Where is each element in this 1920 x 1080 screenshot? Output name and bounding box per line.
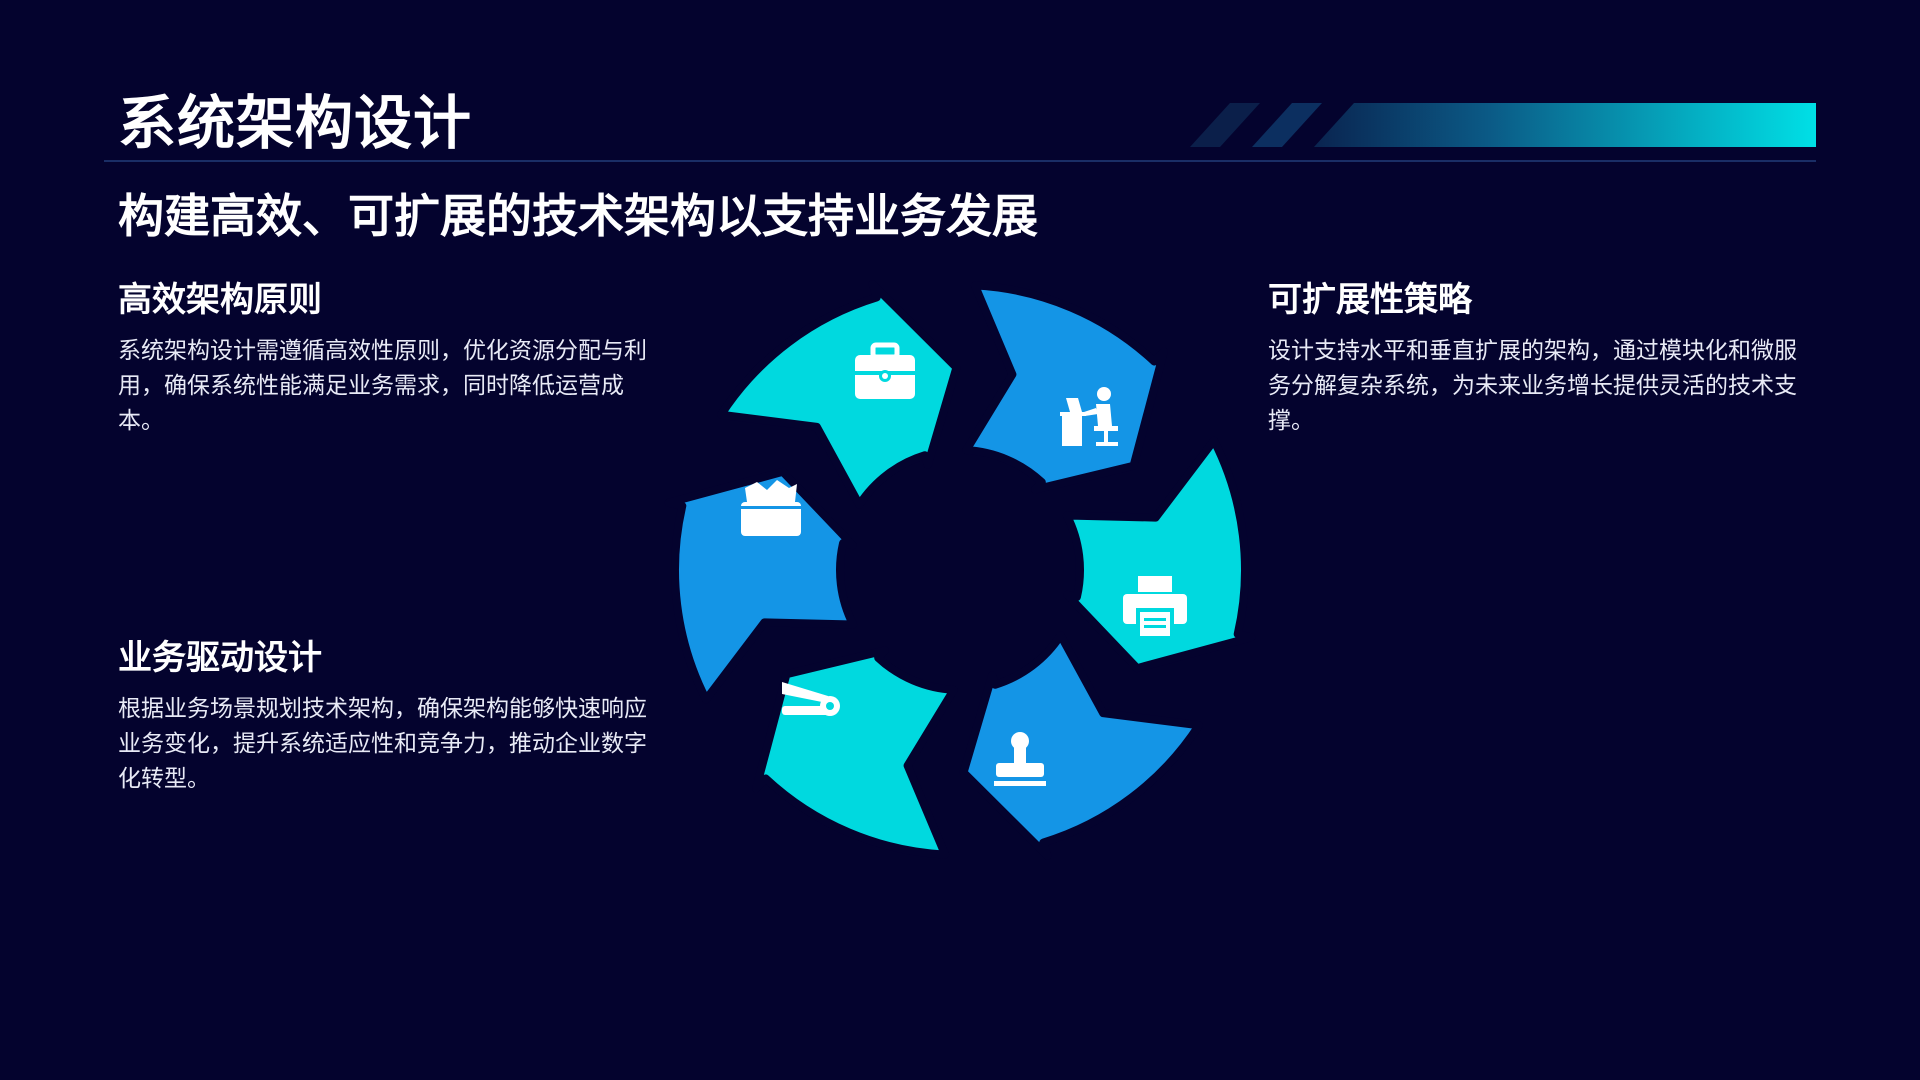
cycle-segment	[716, 280, 961, 509]
section-business-driven: 业务驱动设计 根据业务场景规划技术架构，确保架构能够快速响应业务变化，提升系统适…	[118, 636, 658, 797]
cycle-segment	[959, 631, 1204, 860]
section-heading: 可扩展性策略	[1268, 280, 1472, 320]
section-body: 系统架构设计需遵循高效性原则，优化资源分配与利用，确保系统性能满足业务需求，同时…	[118, 338, 647, 434]
cycle-segment	[664, 467, 858, 704]
cycle-segment	[1062, 436, 1256, 673]
section-body: 设计支持水平和垂直扩展的架构，通过模块化和微服务分解复杂系统，为未来业务增长提供…	[1268, 338, 1797, 434]
section-efficient-principles: 高效架构原则 系统架构设计需遵循高效性原则，优化资源分配与利用，确保系统性能满足…	[118, 278, 658, 439]
page-title: 系统架构设计	[118, 89, 473, 157]
section-heading: 业务驱动设计	[118, 638, 322, 678]
stapler-icon	[782, 682, 840, 716]
section-scalability: 可扩展性策略 设计支持水平和垂直扩展的架构，通过模块化和微服务分解复杂系统，为未…	[1268, 278, 1808, 439]
cycle-segment	[752, 646, 958, 859]
section-heading: 高效架构原则	[118, 280, 322, 320]
header-divider	[104, 160, 1816, 162]
page-subtitle: 构建高效、可扩展的技术架构以支持业务发展	[118, 189, 1038, 243]
stamp-icon	[994, 732, 1046, 786]
office-worker-icon	[1060, 387, 1118, 446]
briefcase-icon	[855, 342, 915, 399]
section-body: 根据业务场景规划技术架构，确保架构能够快速响应业务变化，提升系统适应性和竞争力，…	[118, 696, 647, 792]
printer-icon	[1123, 576, 1187, 638]
header-accent-bar	[1190, 103, 1816, 147]
file-box-icon	[741, 480, 801, 536]
cycle-segment	[962, 281, 1168, 494]
